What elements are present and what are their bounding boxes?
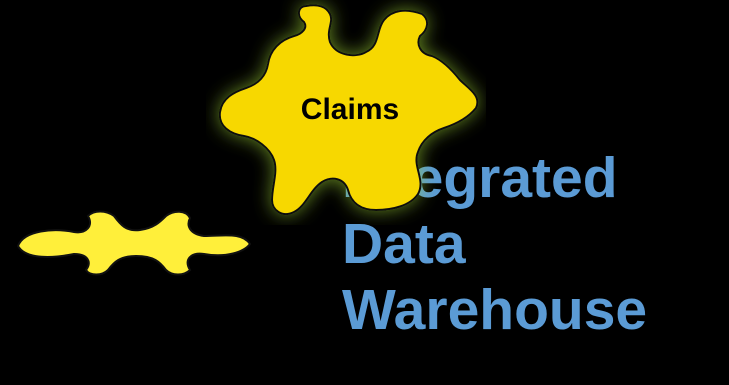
puzzle-piece-small-icon: [16, 210, 252, 276]
diagram-title: Integrated Data Warehouse: [342, 145, 647, 343]
piece-label-claims: Claims: [301, 93, 399, 126]
title-line-data: Data: [342, 212, 466, 276]
puzzle-piece-claims-icon: Claims: [218, 4, 479, 216]
puzzle-piece-claims-shape: [218, 4, 479, 216]
title-line-warehouse: Warehouse: [342, 278, 648, 342]
puzzle-piece-small-shape: [16, 210, 252, 276]
